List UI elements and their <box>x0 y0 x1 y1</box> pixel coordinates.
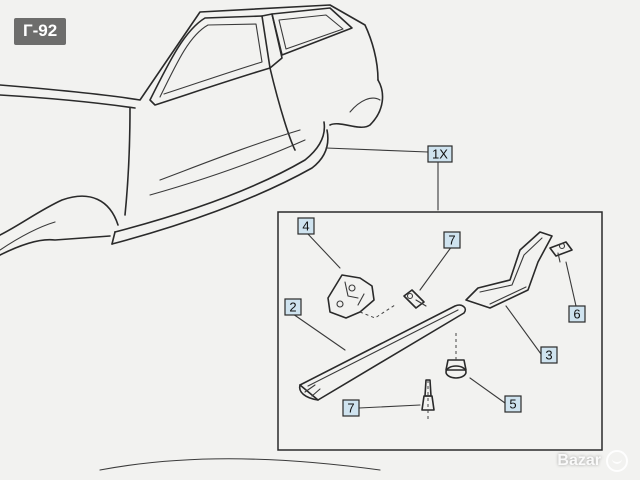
callout-6: 6 <box>568 305 586 323</box>
svg-text:3: 3 <box>545 348 552 363</box>
push-clip-part <box>549 241 573 263</box>
sill-trim-strip-part <box>298 304 467 401</box>
smile-logo-icon <box>606 450 628 472</box>
svg-text:2: 2 <box>289 300 296 315</box>
svg-text:4: 4 <box>302 219 309 234</box>
sill-strip-on-car <box>111 121 329 245</box>
leader-group <box>325 147 429 153</box>
callout-group-1x: 1X <box>427 145 453 163</box>
svg-text:5: 5 <box>509 397 516 412</box>
leader-lines <box>292 232 577 409</box>
callout-4: 4 <box>297 217 315 235</box>
listing-badge: Г-92 <box>14 18 67 45</box>
exploded-view-frame <box>277 211 603 451</box>
watermark-text: Bazar <box>557 452 601 469</box>
callout-5: 5 <box>504 395 522 413</box>
callout-2: 2 <box>284 298 302 316</box>
callout-3: 3 <box>540 346 558 364</box>
clip-fastener-bottom-part <box>421 379 435 420</box>
hinge-bracket-part <box>327 274 396 319</box>
svg-text:7: 7 <box>347 401 354 416</box>
clip-fastener-top-part <box>403 289 427 309</box>
watermark: Bazar <box>557 450 628 472</box>
callout-7-top: 7 <box>443 231 461 249</box>
callout-group-text: 1X <box>432 147 448 162</box>
rear-end-cap-part <box>465 231 553 309</box>
svg-text:6: 6 <box>573 307 580 322</box>
callout-7-bottom: 7 <box>342 399 360 417</box>
nut-washer-part <box>445 330 467 379</box>
svg-text:7: 7 <box>448 233 455 248</box>
car-body-outline <box>0 4 384 471</box>
